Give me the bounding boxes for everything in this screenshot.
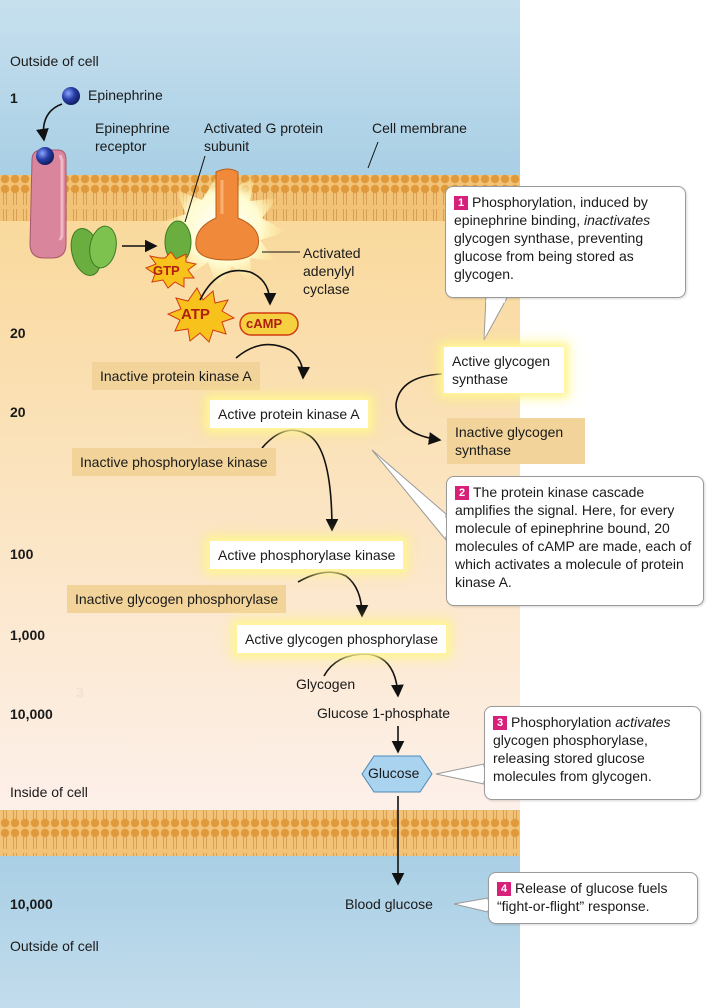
adenylyl-cyclase xyxy=(195,168,260,261)
callout-3: 3 Phosphorylation activates glycogen phos… xyxy=(484,706,701,800)
amplification-2: 20 xyxy=(10,325,26,341)
cell-membrane-bottom xyxy=(0,810,520,856)
gtp-label: GTP xyxy=(153,263,180,278)
callout-3-marker: 3 xyxy=(493,716,507,730)
activated-g-protein-label: Activated G protein subunit xyxy=(204,120,324,154)
amplification-5: 1,000 xyxy=(10,627,46,643)
outside-label-top: Outside of cell xyxy=(10,53,99,69)
gtp-burst xyxy=(144,251,198,289)
epinephrine-receptor-label: Epinephrine receptor xyxy=(95,120,170,154)
glucose-1-phosphate-label: Glucose 1-phosphate xyxy=(317,705,451,721)
callout-2-marker: 2 xyxy=(455,486,469,500)
amplification-3: 20 xyxy=(10,404,26,420)
callout-1-emphasis: inactivates xyxy=(584,212,651,228)
adenylyl-cyclase-label: Activated adenylyl cyclase xyxy=(303,245,361,297)
epinephrine-molecule xyxy=(62,87,80,105)
active-phosphorylase-kinase-box: Active phosphorylase kinase xyxy=(210,541,404,569)
outside-region-bottom xyxy=(0,856,520,1008)
amplification-1: 1 xyxy=(10,90,18,106)
atp-burst xyxy=(166,287,236,343)
callout-3-text-b: glycogen phosphorylase, releasing stored… xyxy=(493,732,652,784)
epinephrine-label: Epinephrine xyxy=(88,87,163,103)
inactive-glycogen-synthase-box: Inactive glycogen synthase xyxy=(447,418,585,464)
camp-label: cAMP xyxy=(246,316,283,331)
amplification-6: 10,000 xyxy=(10,706,53,722)
outside-label-bottom: Outside of cell xyxy=(10,938,99,954)
inactive-glycogen-phosphorylase-box: Inactive glycogen phosphorylase xyxy=(67,585,287,613)
active-glycogen-phosphorylase-box: Active glycogen phosphorylase xyxy=(237,625,447,653)
callout-1-text-a: Phosphorylation, induced by epinephrine … xyxy=(454,194,648,228)
inside-label: Inside of cell xyxy=(10,784,88,800)
faint-mark: 3 xyxy=(76,684,84,700)
bound-epinephrine xyxy=(36,147,54,165)
glucose-hexagon xyxy=(361,755,433,793)
callout-1-text-b: glycogen synthase, preventing glucose fr… xyxy=(454,230,644,282)
callout-3-emphasis: activates xyxy=(615,714,671,730)
callout-1-marker: 1 xyxy=(454,196,468,210)
callout-4-text: Release of glucose fuels “fight-or-fligh… xyxy=(497,880,668,914)
cell-membrane-label: Cell membrane xyxy=(372,120,467,136)
glycogen-label: Glycogen xyxy=(296,676,356,692)
blood-glucose-label: Blood glucose xyxy=(345,896,433,912)
inactive-protein-kinase-a-box: Inactive protein kinase A xyxy=(92,362,260,390)
glucose-label: Glucose xyxy=(368,765,420,781)
amplification-4: 100 xyxy=(10,546,34,562)
camp-badge xyxy=(239,312,299,336)
active-glycogen-synthase-box: Active glycogen synthase xyxy=(444,347,564,393)
callout-3-text-a: Phosphorylation xyxy=(511,714,616,730)
inactive-phosphorylase-kinase-box: Inactive phosphorylase kinase xyxy=(72,448,276,476)
atp-label: ATP xyxy=(181,306,210,323)
outside-region-top xyxy=(0,0,520,175)
callout-2-text: The protein kinase cascade amplifies the… xyxy=(455,484,692,590)
callout-4-marker: 4 xyxy=(497,882,511,896)
amplification-7: 10,000 xyxy=(10,896,53,912)
active-protein-kinase-a-box: Active protein kinase A xyxy=(210,400,368,428)
